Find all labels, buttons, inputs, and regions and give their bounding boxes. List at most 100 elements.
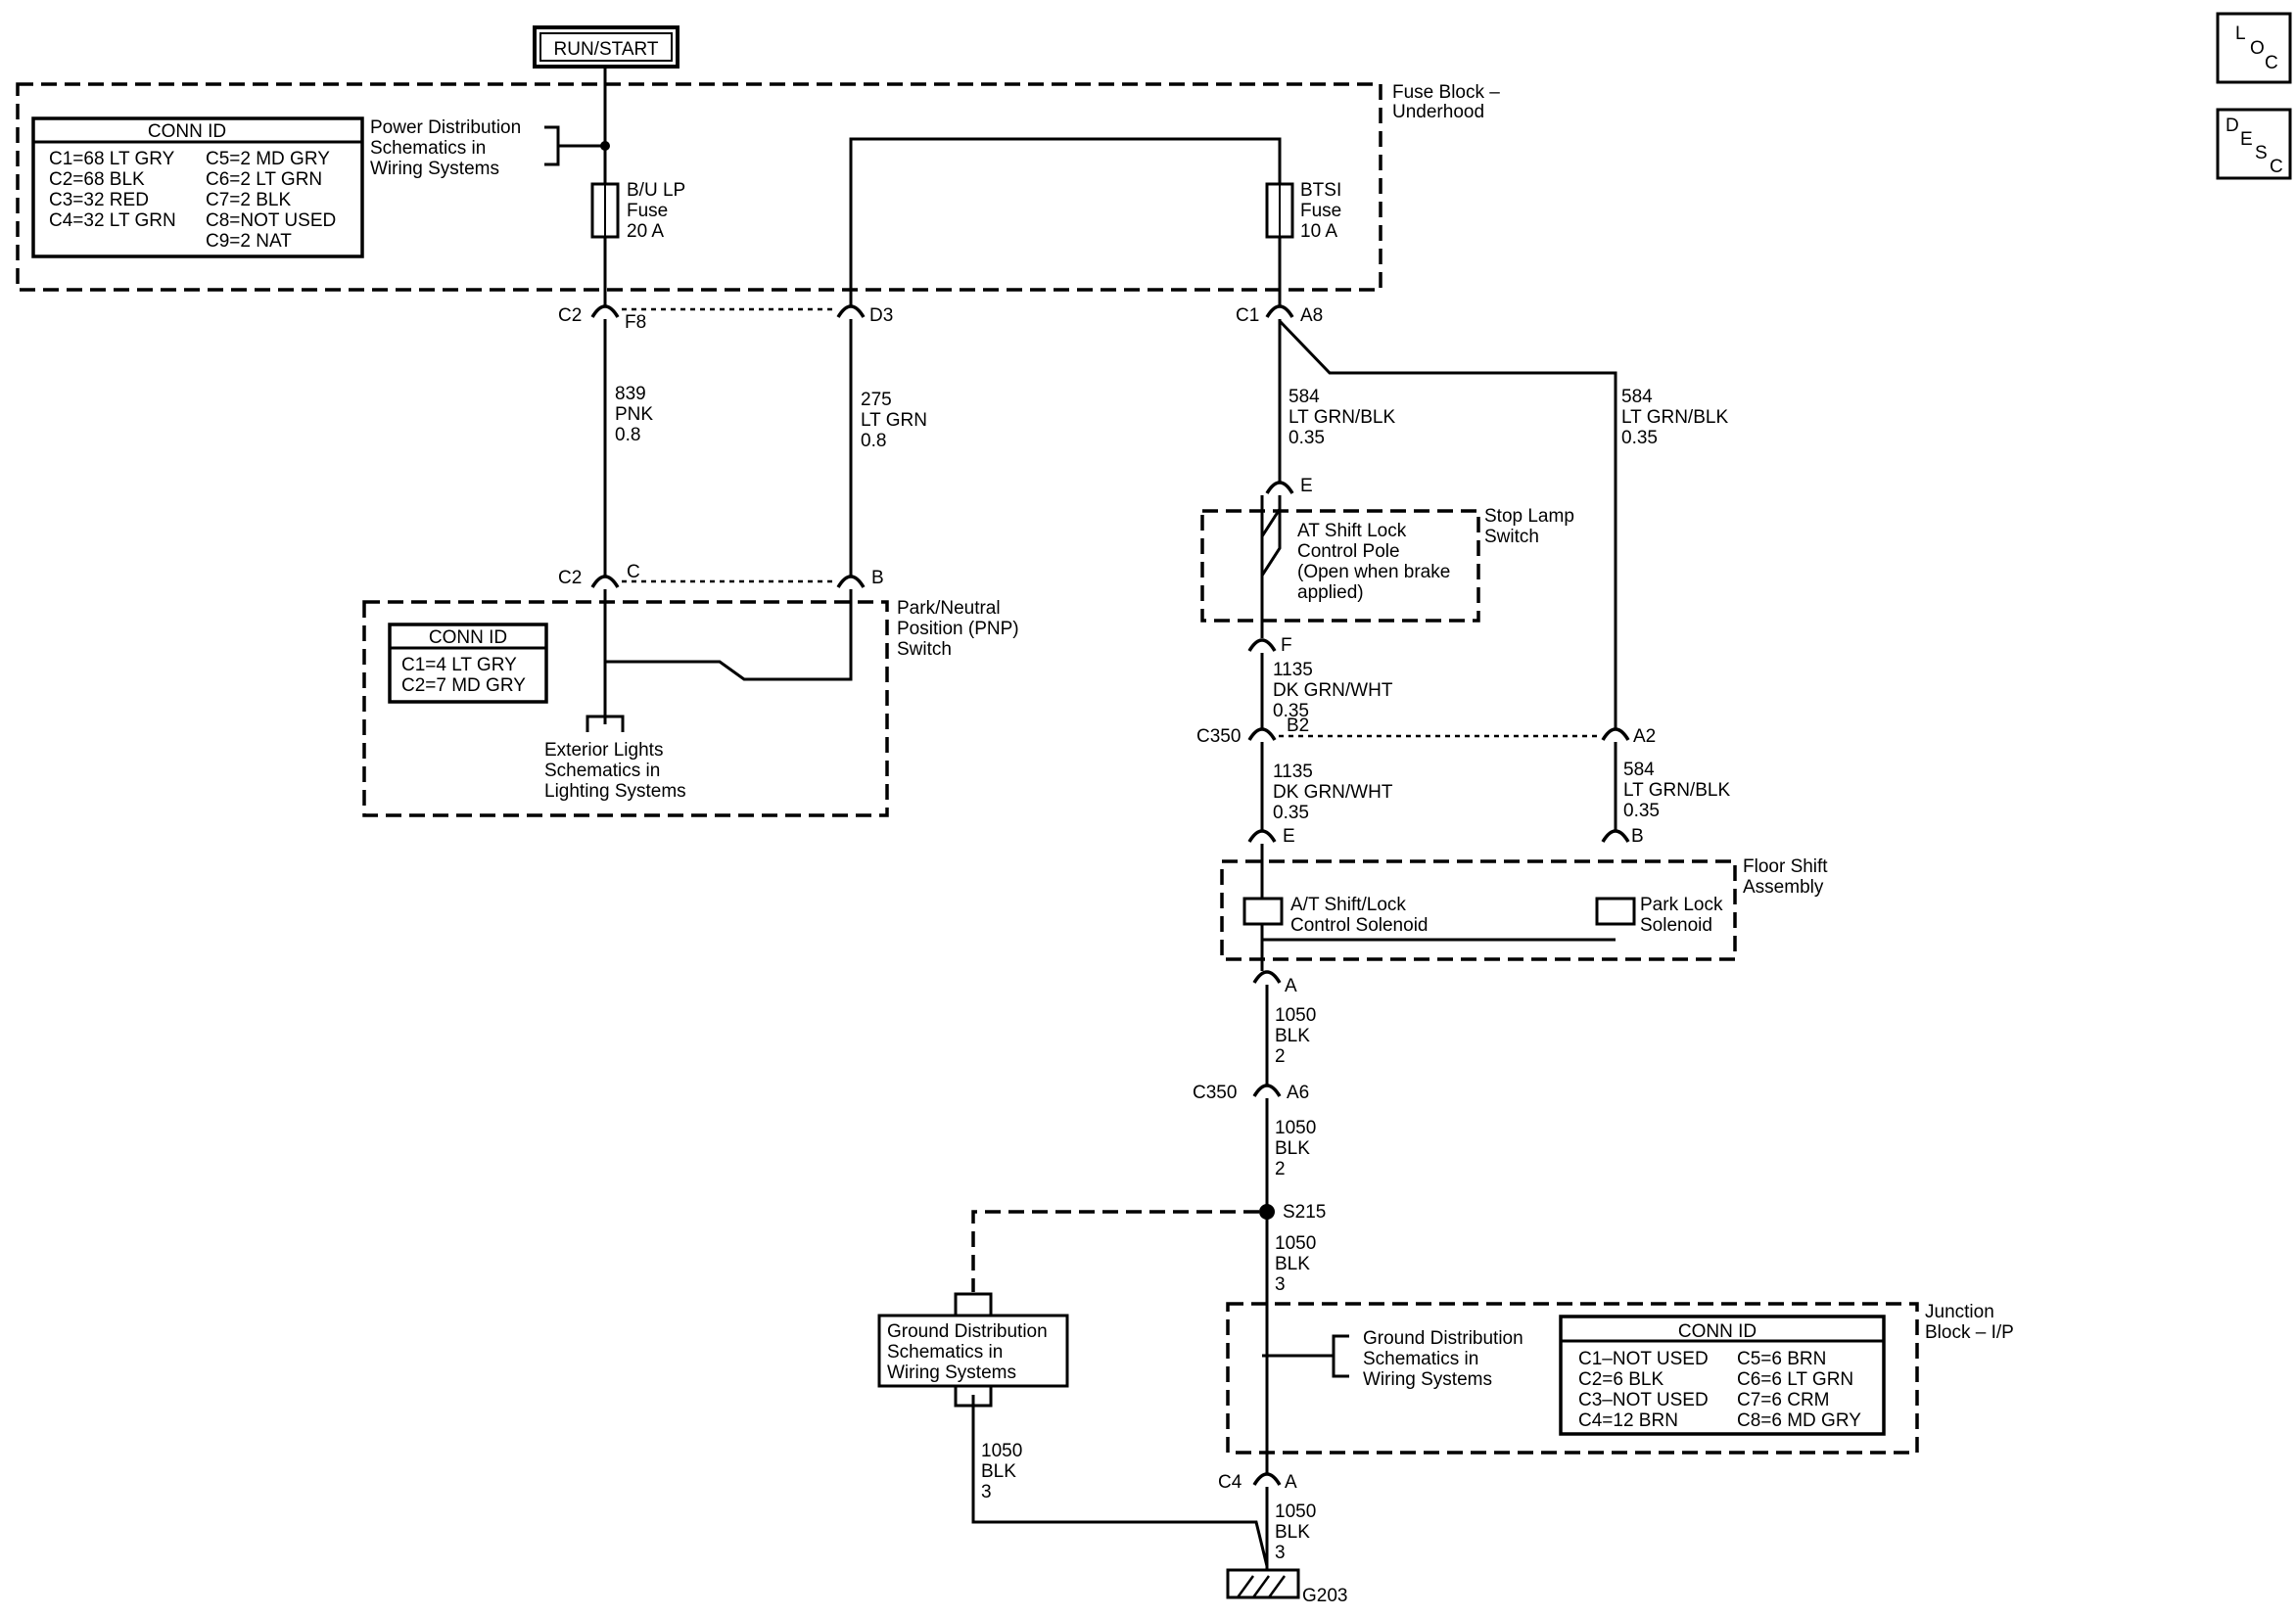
- svg-text:Lighting Systems: Lighting Systems: [544, 781, 686, 802]
- svg-text:3: 3: [1275, 1543, 1286, 1563]
- svg-text:C2: C2: [558, 305, 582, 326]
- svg-text:Floor Shift: Floor Shift: [1743, 856, 1828, 877]
- svg-text:C4: C4: [1218, 1472, 1242, 1493]
- svg-text:Schematics in: Schematics in: [544, 761, 660, 781]
- svg-text:1050: 1050: [1275, 1233, 1316, 1254]
- svg-text:0.8: 0.8: [615, 425, 640, 445]
- svg-text:C: C: [2265, 53, 2278, 73]
- pnp-switch: Park/Neutral Position (PNP) Switch: [362, 598, 1019, 817]
- svg-text:BLK: BLK: [981, 1461, 1016, 1482]
- svg-text:A: A: [1285, 1472, 1297, 1493]
- svg-text:PNK: PNK: [615, 404, 653, 425]
- power-distribution-reference[interactable]: Power Distribution Schematics in Wiring …: [370, 117, 610, 179]
- svg-text:C: C: [2270, 157, 2283, 177]
- svg-text:RUN/START: RUN/START: [554, 39, 659, 60]
- wire-1050-label-e: 1050 BLK 3: [1275, 1502, 1316, 1563]
- svg-text:S: S: [2255, 143, 2268, 163]
- svg-text:B2: B2: [1287, 716, 1309, 736]
- svg-text:E: E: [2240, 129, 2253, 150]
- svg-text:Underhood: Underhood: [1392, 102, 1484, 122]
- svg-text:0.35: 0.35: [1273, 701, 1309, 721]
- svg-text:A6: A6: [1287, 1083, 1309, 1103]
- svg-text:C1–NOT USED: C1–NOT USED: [1578, 1349, 1709, 1369]
- svg-text:0.35: 0.35: [1621, 428, 1658, 448]
- svg-text:LT GRN/BLK: LT GRN/BLK: [1289, 407, 1395, 428]
- svg-text:Wiring Systems: Wiring Systems: [1363, 1369, 1492, 1390]
- svg-text:(Open when brake: (Open when brake: [1297, 562, 1450, 582]
- svg-text:Power Distribution: Power Distribution: [370, 117, 521, 138]
- svg-text:BLK: BLK: [1275, 1254, 1310, 1274]
- svg-text:C5=6 BRN: C5=6 BRN: [1737, 1349, 1826, 1369]
- svg-text:S215: S215: [1283, 1202, 1326, 1223]
- svg-text:B: B: [871, 568, 884, 588]
- svg-text:Park/Neutral: Park/Neutral: [897, 598, 1001, 619]
- svg-text:Park Lock: Park Lock: [1640, 895, 1723, 915]
- svg-text:Fuse: Fuse: [627, 201, 668, 221]
- loc-button[interactable]: L O C: [2216, 12, 2292, 84]
- svg-text:D: D: [2226, 116, 2239, 136]
- splice-s215: S215: [971, 1202, 1326, 1292]
- svg-text:L: L: [2235, 23, 2246, 44]
- svg-text:DK GRN/WHT: DK GRN/WHT: [1273, 680, 1393, 701]
- c350-a6-connector: C350 A6: [1193, 1083, 1309, 1103]
- svg-text:C2: C2: [558, 568, 582, 588]
- svg-text:Assembly: Assembly: [1743, 877, 1824, 898]
- svg-text:1050: 1050: [1275, 1502, 1316, 1522]
- svg-text:1050: 1050: [1275, 1005, 1316, 1026]
- svg-text:DK GRN/WHT: DK GRN/WHT: [1273, 782, 1393, 803]
- svg-text:Schematics in: Schematics in: [887, 1342, 1003, 1363]
- svg-text:C2=6 BLK: C2=6 BLK: [1578, 1369, 1663, 1390]
- svg-text:2: 2: [1275, 1159, 1286, 1179]
- svg-text:2: 2: [1275, 1046, 1286, 1067]
- svg-text:C: C: [627, 562, 640, 582]
- svg-text:AT Shift Lock: AT Shift Lock: [1297, 521, 1407, 541]
- circuit-wires: [603, 67, 1617, 1567]
- wire-1050-label-b: 1050 BLK 2: [1275, 1118, 1316, 1179]
- svg-text:20 A: 20 A: [627, 221, 664, 242]
- wire-1050-label-c: 1050 BLK 3: [1275, 1233, 1316, 1295]
- svg-text:C4=32 LT GRN: C4=32 LT GRN: [49, 210, 176, 231]
- ground-distribution-reference-junction[interactable]: Ground Distribution Schematics in Wiring…: [1267, 1328, 1523, 1390]
- svg-text:0.35: 0.35: [1289, 428, 1325, 448]
- bu-lp-fuse: B/U LP Fuse 20 A: [590, 180, 685, 242]
- svg-text:3: 3: [981, 1482, 992, 1502]
- svg-text:Switch: Switch: [1484, 527, 1539, 547]
- svg-text:Schematics in: Schematics in: [370, 138, 486, 159]
- floor-shift-assembly: Floor Shift Assembly: [1220, 856, 1828, 961]
- svg-text:584: 584: [1623, 760, 1655, 780]
- svg-text:E: E: [1283, 826, 1295, 847]
- svg-text:Switch: Switch: [897, 639, 952, 660]
- svg-text:C1: C1: [1236, 305, 1259, 326]
- wire-1050-label-d: 1050 BLK 3: [981, 1441, 1022, 1502]
- wire-584-label-lower: 584 LT GRN/BLK 0.35: [1623, 760, 1730, 821]
- btsi-fuse: BTSI Fuse 10 A: [1265, 180, 1341, 242]
- svg-text:C350: C350: [1196, 726, 1241, 747]
- svg-text:C7=2 BLK: C7=2 BLK: [206, 190, 291, 210]
- svg-text:A8: A8: [1300, 305, 1323, 326]
- ground-distribution-reference-left[interactable]: Ground Distribution Schematics in Wiring…: [877, 1292, 1069, 1408]
- svg-text:O: O: [2250, 38, 2265, 59]
- svg-text:839: 839: [615, 384, 646, 404]
- ground-g203-label: G203: [1302, 1586, 1347, 1606]
- desc-button[interactable]: D E S C: [2216, 108, 2292, 180]
- svg-text:1050: 1050: [981, 1441, 1022, 1461]
- pnp-connectors: C2 C B: [558, 562, 884, 588]
- svg-text:C1=68 LT GRY: C1=68 LT GRY: [49, 149, 175, 169]
- svg-text:CONN ID: CONN ID: [1678, 1321, 1757, 1342]
- svg-text:Ground Distribution: Ground Distribution: [1363, 1328, 1523, 1349]
- fuse-block-conn-id-table: CONN ID C1=68 LT GRY C2=68 BLK C3=32 RED…: [31, 116, 364, 258]
- svg-text:Control Pole: Control Pole: [1297, 541, 1400, 562]
- exterior-lights-reference[interactable]: Exterior Lights Schematics in Lighting S…: [544, 715, 686, 802]
- svg-text:C8=NOT USED: C8=NOT USED: [206, 210, 336, 231]
- svg-text:D3: D3: [869, 305, 893, 326]
- svg-text:0.8: 0.8: [861, 431, 886, 451]
- svg-text:1050: 1050: [1275, 1118, 1316, 1138]
- svg-text:C350: C350: [1193, 1083, 1237, 1103]
- svg-text:C5=2 MD GRY: C5=2 MD GRY: [206, 149, 330, 169]
- svg-text:C4=12 BRN: C4=12 BRN: [1578, 1410, 1678, 1431]
- svg-text:Wiring Systems: Wiring Systems: [370, 159, 499, 179]
- run-start-label: RUN/START: [533, 25, 679, 69]
- svg-text:Junction: Junction: [1925, 1302, 1994, 1322]
- svg-text:CONN ID: CONN ID: [429, 627, 507, 648]
